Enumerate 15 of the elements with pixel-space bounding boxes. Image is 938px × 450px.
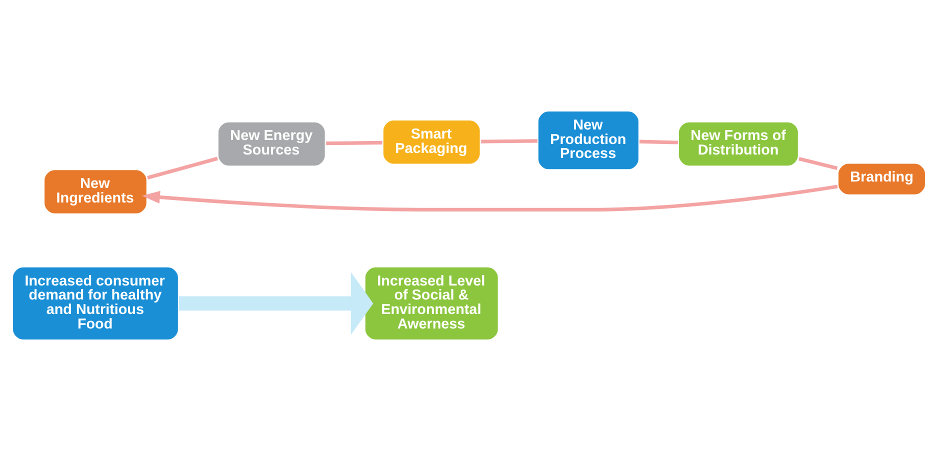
connector: [798, 156, 838, 170]
node-box: New Production Process: [536, 109, 640, 170]
connector: [481, 138, 538, 143]
connector: [639, 139, 678, 144]
node-box: Branding: [836, 161, 927, 196]
node-box: New Ingredients: [42, 168, 148, 215]
connector: [147, 156, 218, 179]
node-box: Increased consumer demand for healthy and Nutritious Food: [11, 265, 180, 341]
arrow: [142, 184, 838, 212]
node-box: Smart Packaging: [382, 118, 482, 166]
connector: [326, 140, 382, 145]
node-box: New Energy Sources: [216, 120, 327, 167]
node-box: Increased Level of Social & Environmental Awerness: [364, 265, 500, 341]
arrow: [179, 272, 374, 334]
node-box: New Forms of Distribution: [677, 120, 800, 167]
